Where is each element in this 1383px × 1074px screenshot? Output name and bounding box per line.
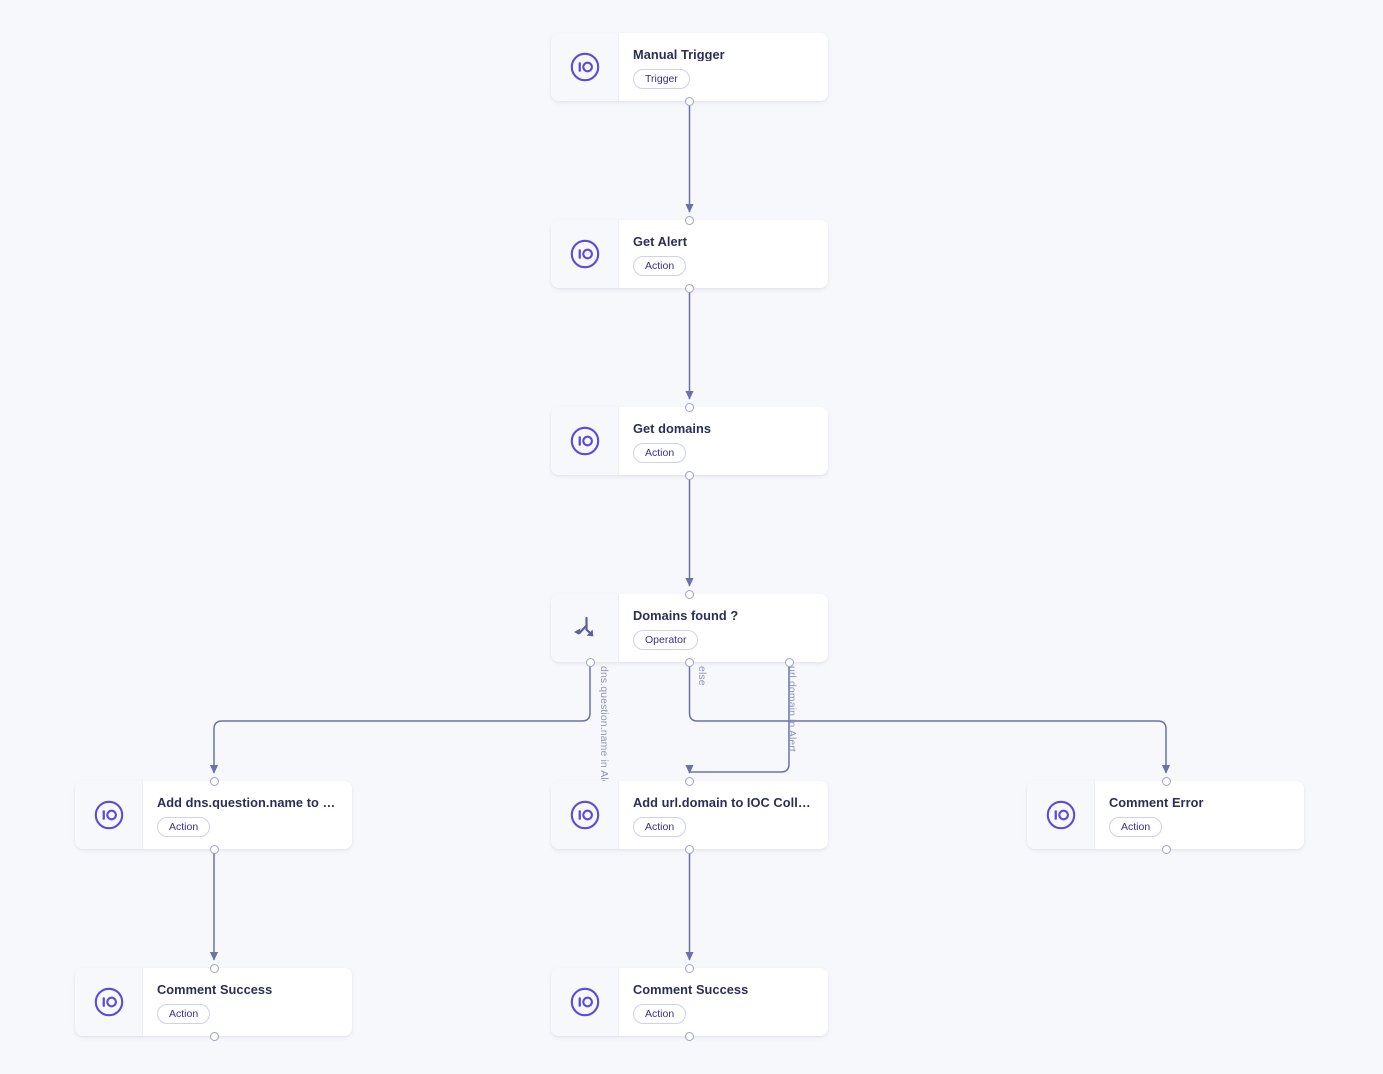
node-manual-trigger[interactable]: Manual Trigger Trigger: [551, 33, 828, 101]
edge-label-clip-dns: dns.question.name in Alert: [594, 664, 616, 781]
node-body: Add dns.question.name to IOC ... Action: [143, 781, 352, 849]
handle-domains-found-top[interactable]: [685, 589, 694, 599]
edge-label-clip-url: url.domain in Alert: [782, 664, 804, 781]
io-circle-icon: [94, 800, 123, 830]
node-icon-panel: [551, 407, 619, 475]
node-badge: Action: [157, 1003, 211, 1024]
edge-operator-to-error: [688, 662, 1171, 774]
node-icon-panel: [551, 781, 619, 849]
io-circle-icon: [570, 239, 599, 269]
io-circle-icon: [570, 987, 599, 1017]
edge-label-dns-question-name: dns.question.name in Alert: [598, 666, 610, 781]
node-icon-panel: [551, 220, 619, 288]
node-title: Comment Error: [1109, 795, 1204, 809]
handle-get-domains-top[interactable]: [685, 402, 694, 412]
node-badge: Action: [633, 1003, 687, 1024]
node-add-url-domain[interactable]: Add url.domain to IOC Collection Action: [551, 781, 828, 849]
handle-add-dns-bottom[interactable]: [209, 844, 219, 854]
node-title: Domains found ?: [633, 608, 739, 622]
node-badge: Action: [1109, 816, 1163, 837]
handle-domains-found-out-url[interactable]: [784, 657, 794, 667]
io-circle-icon: [570, 426, 599, 456]
node-body: Add url.domain to IOC Collection Action: [619, 781, 828, 849]
handle-comment-success-left-top[interactable]: [209, 963, 219, 973]
handle-get-domains-bottom[interactable]: [685, 470, 694, 480]
node-title: Get Alert: [633, 234, 688, 248]
node-badge: Trigger: [633, 68, 690, 89]
node-badge: Action: [157, 816, 211, 837]
handle-domains-found-out-else[interactable]: [685, 657, 694, 667]
node-icon-panel: [1027, 781, 1095, 849]
handle-add-url-bottom[interactable]: [685, 844, 694, 854]
edge-label-else: else: [696, 666, 708, 686]
node-icon-panel: [551, 968, 619, 1036]
node-badge: Operator: [633, 629, 699, 650]
edge-label-url-domain: url.domain in Alert: [786, 666, 798, 752]
io-circle-icon: [570, 52, 599, 82]
handle-add-dns-top[interactable]: [209, 776, 219, 786]
node-badge: Action: [633, 442, 687, 463]
handle-get-alert-top[interactable]: [685, 215, 694, 225]
handle-add-url-top[interactable]: [685, 776, 694, 786]
node-body: Get Alert Action: [619, 220, 828, 288]
node-title: Comment Success: [157, 982, 273, 996]
handle-domains-found-out-dns[interactable]: [585, 657, 595, 667]
node-title: Add dns.question.name to IOC ...: [157, 795, 336, 809]
handle-comment-success-middle-top[interactable]: [685, 963, 694, 973]
node-body: Comment Success Action: [619, 968, 828, 1036]
handle-comment-success-left-bottom[interactable]: [209, 1031, 219, 1041]
node-body: Comment Error Action: [1095, 781, 1304, 849]
node-domains-found[interactable]: Domains found ? Operator: [551, 594, 828, 662]
node-title: Get domains: [633, 421, 712, 435]
node-badge: Action: [633, 816, 687, 837]
node-comment-success-middle[interactable]: Comment Success Action: [551, 968, 828, 1036]
node-title: Add url.domain to IOC Collection: [633, 795, 812, 809]
handle-comment-error-top[interactable]: [1161, 776, 1171, 786]
node-get-alert[interactable]: Get Alert Action: [551, 220, 828, 288]
io-circle-icon: [1046, 800, 1075, 830]
node-add-dns-question-name[interactable]: Add dns.question.name to IOC ... Action: [75, 781, 352, 849]
node-body: Comment Success Action: [143, 968, 352, 1036]
handle-comment-error-bottom[interactable]: [1161, 844, 1171, 854]
handle-comment-success-middle-bottom[interactable]: [685, 1031, 694, 1041]
edge-operator-to-dns: [209, 662, 591, 774]
io-circle-icon: [570, 800, 599, 830]
node-comment-error[interactable]: Comment Error Action: [1027, 781, 1304, 849]
node-icon-panel: [551, 594, 619, 662]
edge-label-clip-else: else: [692, 664, 714, 781]
node-icon-panel: [551, 33, 619, 101]
node-get-domains[interactable]: Get domains Action: [551, 407, 828, 475]
split-branch-icon: [573, 616, 593, 637]
node-title: Comment Success: [633, 982, 749, 996]
io-circle-icon: [94, 987, 123, 1017]
node-icon-panel: [75, 781, 143, 849]
node-body: Manual Trigger Trigger: [619, 33, 828, 101]
node-icon-panel: [75, 968, 143, 1036]
node-title: Manual Trigger: [633, 47, 725, 61]
edge-operator-to-url: [685, 662, 790, 774]
node-body: Get domains Action: [619, 407, 828, 475]
node-badge: Action: [633, 255, 687, 276]
node-body: Domains found ? Operator: [619, 594, 828, 662]
node-comment-success-left[interactable]: Comment Success Action: [75, 968, 352, 1036]
handle-get-alert-bottom[interactable]: [685, 283, 694, 293]
handle-manual-trigger-bottom[interactable]: [685, 96, 694, 106]
